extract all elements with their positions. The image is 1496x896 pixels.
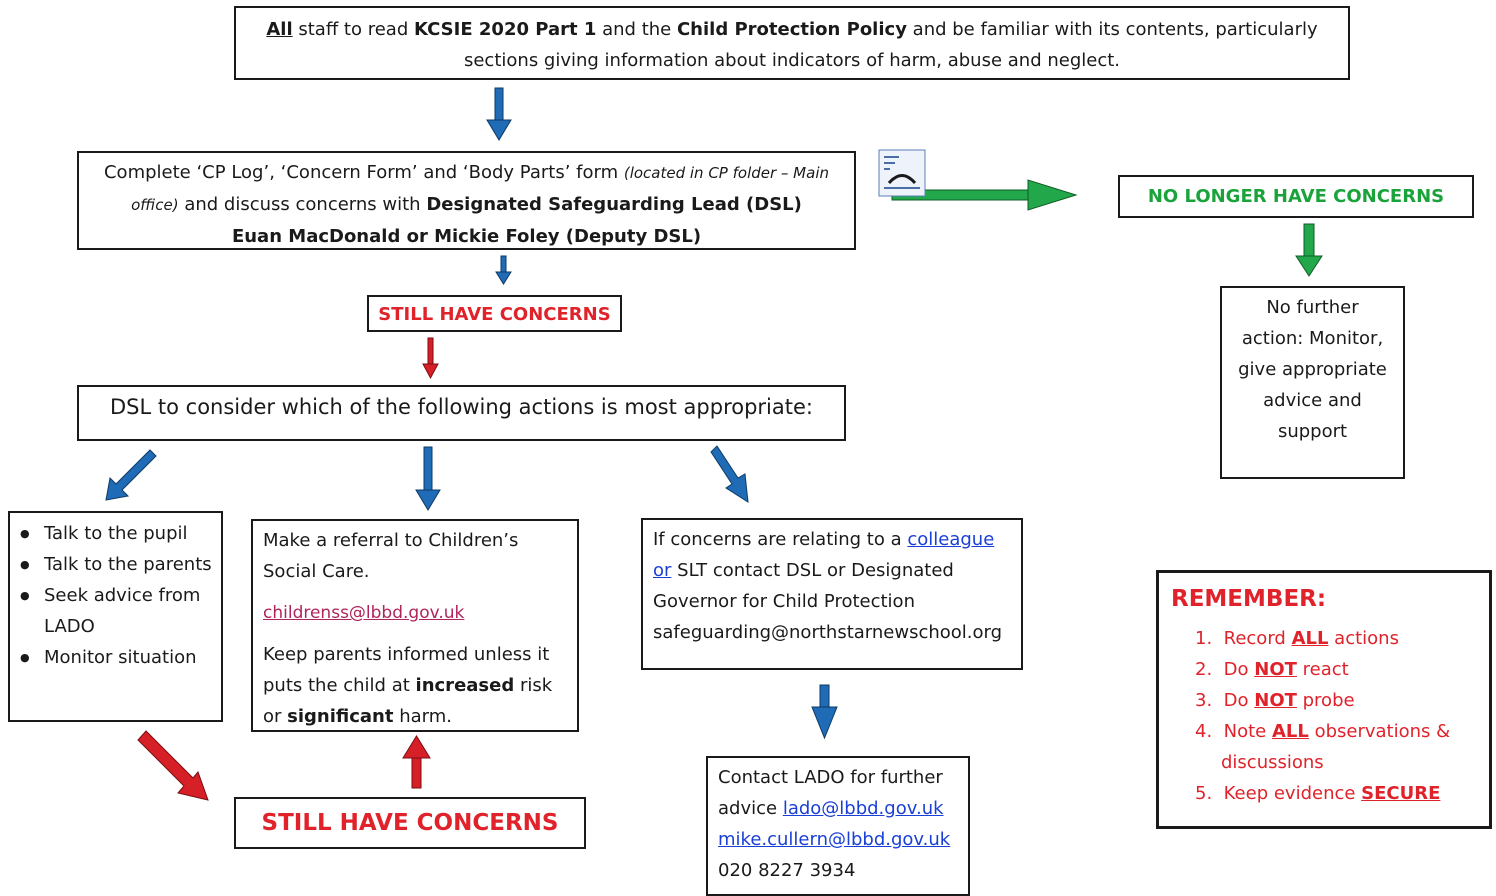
box2-text-3: and discuss concerns with <box>178 194 427 215</box>
box1-text-4: and the <box>596 19 677 40</box>
colleague-text-3: SLT contact DSL or Designated Governor f… <box>653 560 1003 643</box>
increased-text: increased <box>415 675 515 696</box>
kcsie-text: KCSIE 2020 Part 1 <box>413 19 597 40</box>
arrow-up-red <box>402 735 431 789</box>
arrow-down-blue-1 <box>486 87 512 141</box>
arrow-diag-red <box>137 730 209 801</box>
cp-policy-text: Child Protection Policy <box>676 19 907 40</box>
talk-actions-box: Talk to the pupil Talk to the parents Se… <box>8 511 223 722</box>
list-item: Talk to the parents <box>20 549 217 580</box>
item-emphasis: ALL <box>1271 721 1309 742</box>
no-further-action-box: No further action: Monitor, give appropr… <box>1220 286 1405 479</box>
list-item: 4. Note ALL observations & discussions <box>1171 716 1479 778</box>
dsl-consider-box: DSL to consider which of the following a… <box>77 385 846 441</box>
colleague-or-text: colleague or <box>653 529 995 581</box>
item-text: Record <box>1223 628 1292 649</box>
dsl-consider-text: DSL to consider which of the following a… <box>110 395 813 419</box>
list-item: 5. Keep evidence SECURE <box>1171 778 1479 809</box>
all-text: All <box>266 19 293 40</box>
item-emphasis: ALL <box>1291 628 1329 649</box>
item-text: Do <box>1223 690 1255 711</box>
item-emphasis: SECURE <box>1361 783 1441 804</box>
referral-text-2: Keep parents informed unless it puts the… <box>263 644 550 696</box>
item-text: probe <box>1296 690 1355 711</box>
still-have-concerns-box-top: STILL HAVE CONCERNS <box>367 295 622 332</box>
colleague-concern-box: If concerns are relating to a colleague … <box>641 518 1023 670</box>
item-text: Note <box>1223 721 1272 742</box>
no-longer-concerns-box: NO LONGER HAVE CONCERNS <box>1118 175 1474 218</box>
list-item: Seek advice from LADO <box>20 580 217 642</box>
item-num: 1. <box>1195 628 1213 649</box>
still-concerns-label-bottom: STILL HAVE CONCERNS <box>261 810 559 836</box>
item-emphasis: NOT <box>1254 690 1297 711</box>
list-item: 2. Do NOT react <box>1171 654 1479 685</box>
item-num: 5. <box>1195 783 1213 804</box>
significant-text: significant <box>287 706 394 727</box>
box2-text-1: Complete ‘CP Log’, ‘Concern Form’ and ‘B… <box>103 162 624 183</box>
arrow-down-blue-3 <box>415 446 441 511</box>
contact-lado-box: Contact LADO for further advice lado@lbb… <box>706 756 970 896</box>
no-longer-label: NO LONGER HAVE CONCERNS <box>1147 186 1445 207</box>
remember-list: 1. Record ALL actions 2. Do NOT react 3.… <box>1171 623 1479 809</box>
still-have-concerns-box-bottom: STILL HAVE CONCERNS <box>234 797 586 849</box>
item-num: 2. <box>1195 659 1213 680</box>
actions-list: Talk to the pupil Talk to the parents Se… <box>12 518 217 673</box>
item-num: 3. <box>1195 690 1213 711</box>
referral-text: Make a referral to Children’s Social Car… <box>263 530 519 582</box>
list-item: Monitor situation <box>20 642 217 673</box>
complete-forms-box: Complete ‘CP Log’, ‘Concern Form’ and ‘B… <box>77 151 856 250</box>
lado-text: Contact LADO for further advice <box>718 767 943 819</box>
item-text: observations & discussions <box>1221 721 1451 773</box>
item-text: Do <box>1223 659 1255 680</box>
arrow-diag-blue-right <box>710 445 749 503</box>
colleague-text-1: If concerns are relating to a <box>653 529 908 550</box>
list-item: 3. Do NOT probe <box>1171 685 1479 716</box>
item-emphasis: NOT <box>1254 659 1297 680</box>
childrenss-email-link[interactable]: childrenss@lbbd.gov.uk <box>263 603 465 623</box>
dsl-text: Designated Safeguarding Lead (DSL) <box>426 194 802 215</box>
item-text: actions <box>1328 628 1399 649</box>
arrow-down-green <box>1295 223 1323 277</box>
remember-box: REMEMBER: 1. Record ALL actions 2. Do NO… <box>1156 570 1492 829</box>
item-num: 4. <box>1195 721 1213 742</box>
lado-email-link[interactable]: lado@lbbd.gov.uk <box>782 798 944 819</box>
dsl-names: Euan MacDonald or Mickie Foley (Deputy D… <box>231 226 702 247</box>
arrow-down-red-1 <box>422 337 439 380</box>
arrow-right-green <box>891 179 1078 211</box>
arrow-down-blue-2 <box>495 255 512 285</box>
image-placeholder-icon <box>878 149 926 197</box>
read-kcsie-box: All staff to read KCSIE 2020 Part 1 and … <box>234 6 1350 80</box>
list-item: 1. Record ALL actions <box>1171 623 1479 654</box>
still-concerns-label-top: STILL HAVE CONCERNS <box>378 304 611 325</box>
list-item: Talk to the pupil <box>20 518 217 549</box>
no-further-text: No further action: Monitor, give appropr… <box>1238 297 1387 442</box>
referral-text-6: harm. <box>393 706 452 727</box>
mike-cullern-email-link[interactable]: mike.cullern@lbbd.gov.uk <box>718 829 951 850</box>
referral-box: Make a referral to Children’s Social Car… <box>251 519 579 732</box>
lado-phone: 020 8227 3934 <box>718 860 856 881</box>
item-text: Keep evidence <box>1223 783 1362 804</box>
item-text: react <box>1296 659 1349 680</box>
arrow-diag-blue-left <box>105 449 157 501</box>
box1-text-2: staff to read <box>292 19 414 40</box>
remember-title: REMEMBER: <box>1171 586 1327 612</box>
arrow-down-blue-4 <box>811 684 838 740</box>
referral-text-4: risk or <box>263 675 553 727</box>
box1-text-6: and be familiar with its contents, parti… <box>463 19 1318 71</box>
cp-folder-note: (located in CP folder – Main office) <box>131 164 829 214</box>
